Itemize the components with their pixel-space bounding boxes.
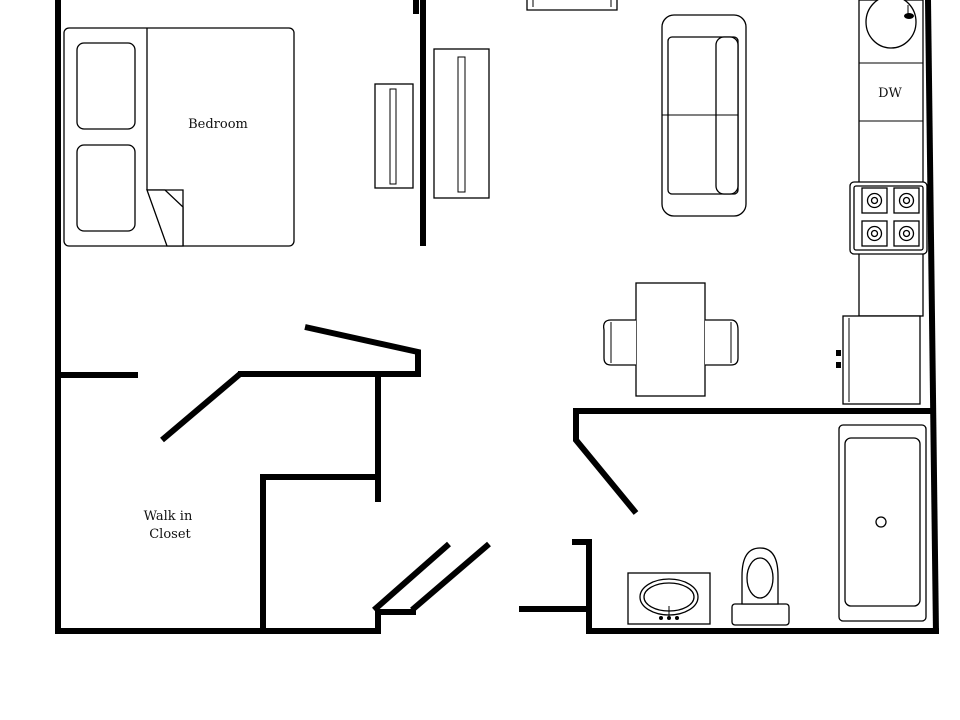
dining-chair-right <box>705 319 739 366</box>
closet-label-line2: Closet <box>149 527 191 542</box>
burner-1-frame <box>861 187 888 214</box>
refrigerator <box>836 315 921 405</box>
burner-1-center <box>870 196 879 205</box>
counter <box>858 0 924 317</box>
burners <box>861 187 920 247</box>
bathtub-drain <box>875 516 887 528</box>
fridge-handle-top <box>836 350 841 356</box>
stove <box>849 181 928 255</box>
closet-partition-upper <box>238 324 421 377</box>
burner-2-center <box>902 196 911 205</box>
sink-knob-center <box>667 616 671 620</box>
outer-wall-bottom-right <box>572 539 939 634</box>
bedroom-label: Bedroom <box>188 117 248 132</box>
closet-label-line1: Walk in <box>144 509 193 524</box>
bathroom-wall-top <box>573 408 934 515</box>
toilet <box>731 547 790 626</box>
bathroom-sink <box>627 572 711 625</box>
bed <box>63 27 295 247</box>
pillow-bottom <box>76 144 136 232</box>
closet-door-a <box>372 541 451 613</box>
sofa <box>661 14 747 217</box>
doors <box>160 371 491 613</box>
closet-inner-wall <box>260 474 378 631</box>
toilet-tank <box>731 603 790 626</box>
dining-set <box>603 282 739 397</box>
wardrobe <box>374 48 490 199</box>
burner-3-center <box>870 229 879 238</box>
armchair-top <box>526 0 618 11</box>
wardrobe-left-rod <box>389 88 397 185</box>
walls <box>55 0 939 635</box>
toilet-bowl-inner <box>746 557 774 599</box>
armchair-top-outline <box>526 0 618 11</box>
wardrobe-right <box>433 48 490 199</box>
burner-4-center <box>902 229 911 238</box>
outer-wall-right <box>925 0 939 635</box>
bathtub <box>838 424 927 622</box>
pillow-top <box>76 42 136 130</box>
dining-chair-left <box>603 319 636 366</box>
bedroom-door <box>160 371 242 443</box>
wardrobe-left <box>374 83 414 189</box>
wardrobe-right-rod <box>457 56 466 193</box>
kitchen-sink <box>865 0 917 49</box>
dishwasher-label: DW <box>878 86 902 101</box>
fridge-handle-bottom <box>836 362 841 368</box>
dining-table <box>635 282 706 397</box>
kitchen-counter <box>858 0 924 317</box>
fridge-body <box>842 315 921 405</box>
outer-wall-bottom-left <box>55 609 416 634</box>
sink-knob-right <box>675 616 679 620</box>
sink-knob-left <box>659 616 663 620</box>
closet-door-b <box>410 541 491 613</box>
kitchen-faucet-knob <box>904 13 914 19</box>
bed-sheet-fold <box>146 189 184 247</box>
